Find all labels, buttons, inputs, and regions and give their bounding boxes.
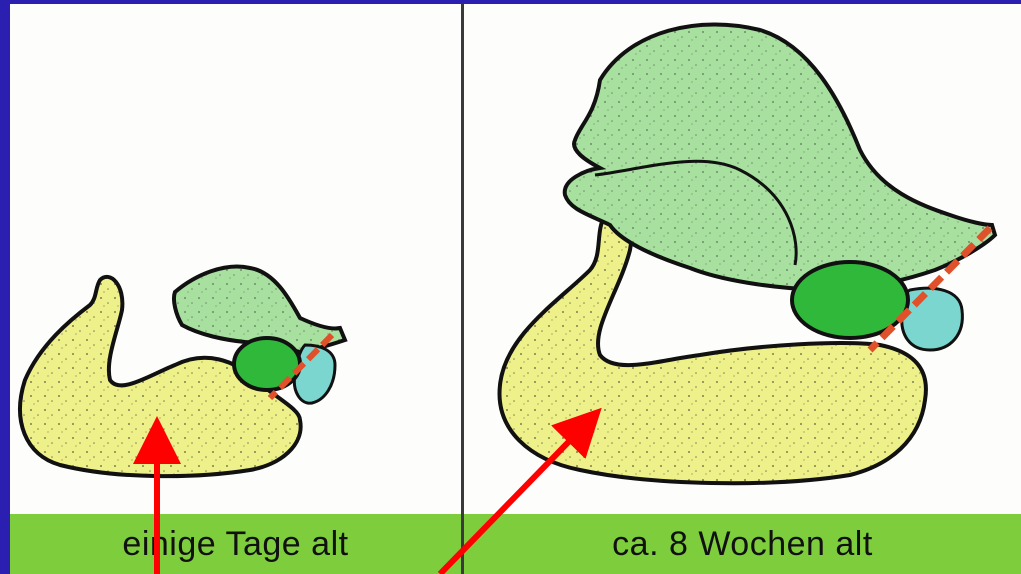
arrow-right (440, 425, 585, 574)
